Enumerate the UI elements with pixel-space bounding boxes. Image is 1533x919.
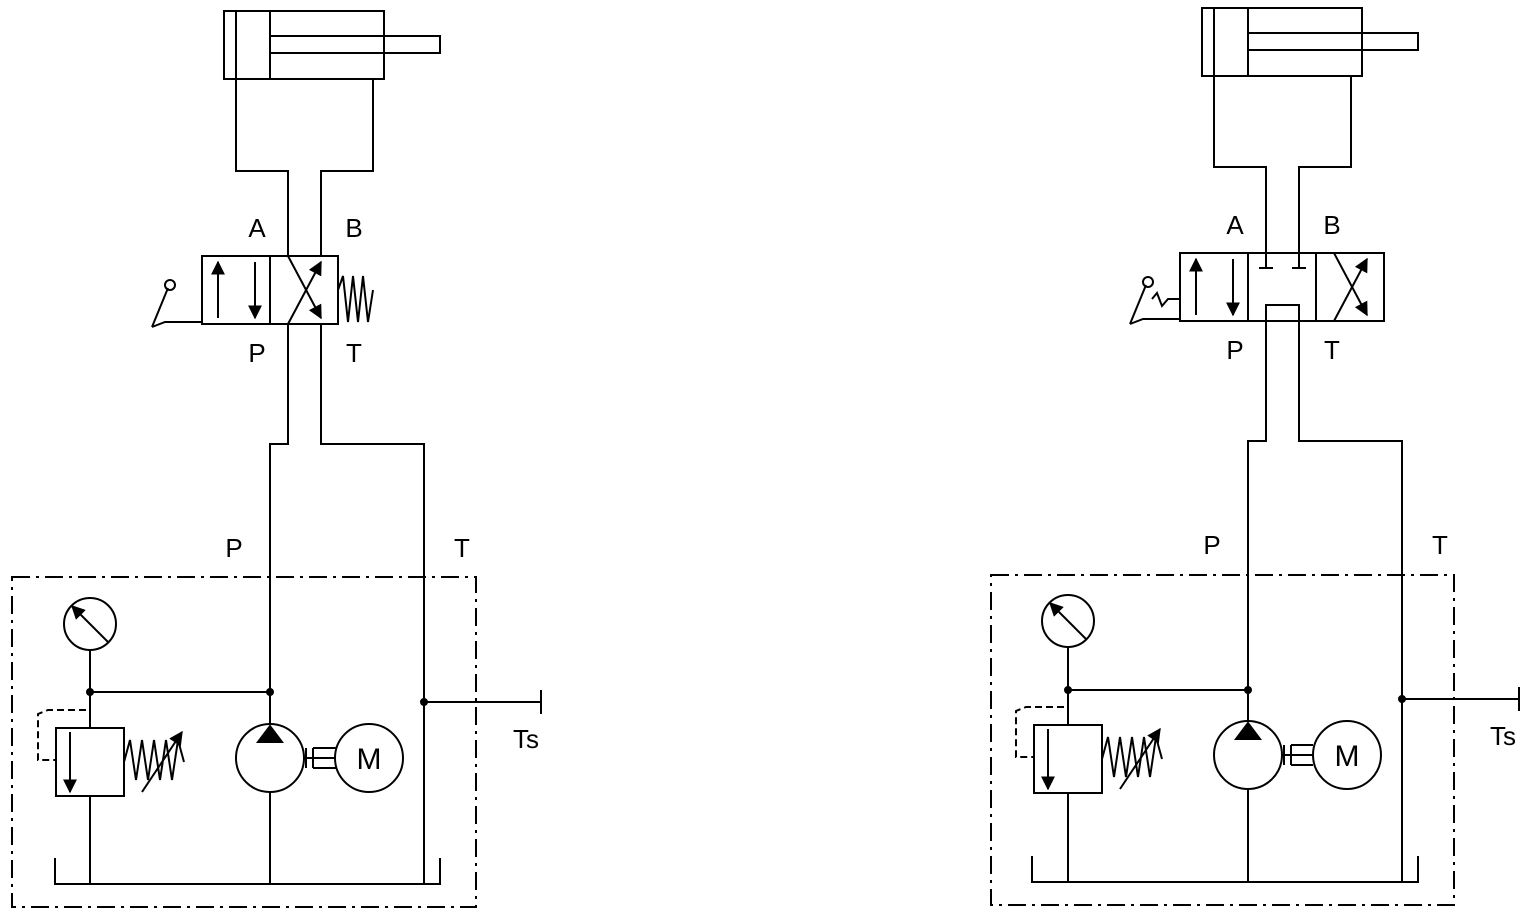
lines-valve-supply-left [269,324,425,884]
lines-cylinder-valve-left [235,79,374,256]
port-a-label: A [1226,210,1244,240]
directional-valve-left [151,255,374,328]
motor-label: M [1335,740,1360,773]
port-b-label: B [345,213,362,243]
port-t-label: T [346,338,362,368]
circuit-left [11,10,542,908]
relief-valve-left [37,692,185,884]
pressure-gauge-right [1041,594,1095,690]
labels-left: A B P T P T Ts M [225,213,539,776]
relief-valve-right [1015,690,1163,882]
port-a-label: A [248,213,266,243]
power-unit-box-right [990,574,1455,906]
ts-line-left [420,690,542,714]
power-unit-box-left [11,576,477,908]
ts-line-right [1398,687,1520,711]
pump-right [1213,690,1313,882]
lines-valve-supply-right [1247,321,1403,882]
supply-t-label: T [454,533,470,563]
port-p-label: P [248,338,265,368]
circuit-right [990,7,1520,906]
pump-left [235,692,336,884]
lines-cylinder-valve-right [1213,76,1352,268]
ts-label: Ts [1490,721,1516,751]
motor-right [1312,720,1382,790]
supply-t-label: T [1432,530,1448,560]
port-t-label: T [1324,335,1340,365]
motor-left [334,723,404,793]
labels-right: A B P T P T Ts M [1203,210,1516,773]
port-p-label: P [1226,335,1243,365]
tank-right [1031,856,1419,883]
directional-valve-right [1129,252,1385,325]
supply-p-label: P [225,533,242,563]
supply-p-label: P [1203,530,1220,560]
cylinder-left [223,10,441,80]
ts-label: Ts [513,724,539,754]
motor-label: M [357,743,382,776]
tank-left [54,858,441,885]
pressure-gauge-left [63,597,117,692]
port-b-label: B [1323,210,1340,240]
cylinder-right [1201,7,1419,77]
